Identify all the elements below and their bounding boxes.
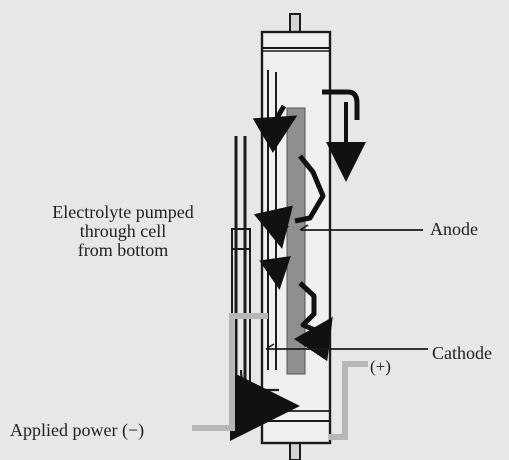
electrolyte-label: Electrolyte pumped through cell from bot… (28, 203, 218, 260)
anode-plate (286, 107, 306, 375)
inlet-tube (230, 371, 300, 441)
electrolyte-label-line-2: through cell (79, 220, 167, 241)
electrolyte-label-line-1: Electrolyte pumped (52, 202, 194, 222)
flow-arrow-middle (294, 154, 326, 224)
anode-leader-tick (299, 224, 309, 231)
cathode-leader-tick (265, 343, 275, 350)
positive-terminal-label: (+) (370, 357, 391, 376)
flow-arrow-left (253, 205, 293, 249)
flow-arrow-bottom-left (259, 256, 291, 290)
electrolyte-label-line-3: from bottom (77, 239, 169, 260)
cathode-top-cap (231, 228, 251, 250)
top-terminal (289, 13, 301, 33)
outlet-tube (322, 89, 360, 120)
cathode-label: Cathode (432, 343, 492, 363)
applied-power-label: Applied power (−) (10, 420, 145, 440)
anode-label: Anode (430, 219, 478, 239)
flow-arrow-lower (293, 281, 333, 362)
flow-arrow-upper (252, 104, 298, 153)
positive-power-lead (329, 361, 368, 440)
